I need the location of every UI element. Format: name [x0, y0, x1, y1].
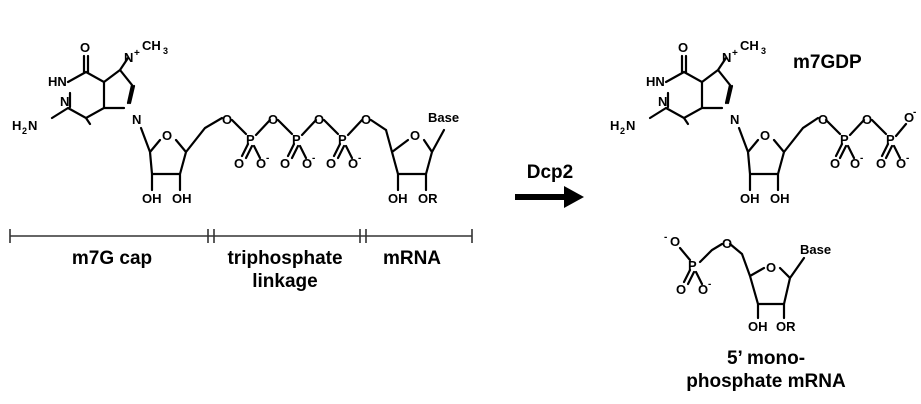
triphosphate-bonds	[230, 118, 388, 160]
mono-oh: OH	[748, 319, 768, 334]
base-label: Base	[428, 110, 459, 125]
m7gdp-terminal-oxygen: O	[904, 110, 914, 125]
monophosphate-label-line1: 5’ mono-	[727, 348, 805, 369]
p1-oxygen-minus: O	[256, 156, 266, 171]
m7gdp-label: m7GDP	[793, 52, 862, 73]
link-oxygen-2: O	[361, 112, 371, 127]
m7gdp-positive-charge: +	[732, 48, 738, 59]
ribose-1-bonds	[139, 116, 224, 192]
nh-label: HN	[48, 74, 67, 89]
p2-oxygen-double: O	[280, 156, 290, 171]
capped-mrna-structure: O HN N H 2 N N + CH 3 N O O P O P O P O …	[12, 38, 459, 206]
n7-plus: N	[124, 50, 133, 65]
mono-oxygen-double: O	[676, 282, 686, 297]
m7gdp-3oh: OH	[770, 191, 790, 206]
reaction-arrow: Dcp2	[515, 162, 584, 208]
carbonyl-oxygen: O	[80, 40, 90, 55]
mono-base-label: Base	[800, 242, 831, 257]
m7gdp-ribose-oxygen: O	[760, 128, 770, 143]
mono-phosphorus: P	[688, 258, 697, 273]
m7gdp-p2-oxygen-double: O	[876, 156, 886, 171]
ribose-1-2oh: OH	[142, 191, 162, 206]
m7gdp-2oh: OH	[740, 191, 760, 206]
section-ruler: m7G cap triphosphate linkage mRNA	[9, 229, 473, 292]
positive-charge: +	[134, 48, 140, 59]
m7gdp-carbonyl-oxygen: O	[678, 40, 688, 55]
m7gdp-p1-oxygen-double: O	[830, 156, 840, 171]
monophosphate-bonds	[678, 242, 806, 320]
ruler-line	[9, 229, 473, 243]
m7gdp-bridge-oxygen: O	[862, 112, 872, 127]
m7gdp-phosphorus-2: P	[886, 132, 895, 147]
phosphorus-2: P	[292, 132, 301, 147]
p3-oxygen-double: O	[326, 156, 336, 171]
section-label-linkage-line2: linkage	[252, 271, 317, 292]
m7gdp-methyl-label: CH	[740, 38, 759, 53]
section-label-mrna: mRNA	[383, 248, 441, 269]
purine-ring-bonds	[50, 54, 136, 126]
methyl-label: CH	[142, 38, 161, 53]
ribose-2-or: OR	[418, 191, 438, 206]
m7gdp-link-oxygen: O	[818, 112, 828, 127]
bridge-oxygen-2: O	[314, 112, 324, 127]
methyl-subscript: 3	[163, 46, 168, 56]
enzyme-label: Dcp2	[527, 162, 573, 183]
m7gdp-n7-plus: N	[722, 50, 731, 65]
ribose-2-bonds	[384, 128, 446, 192]
m7gdp-amine-n: N	[626, 118, 635, 133]
monophosphate-mrna-structure: O - P O O O - O Base OH OR 5’ mono- phos…	[664, 232, 846, 392]
mono-ribose-oxygen: O	[766, 260, 776, 275]
amine-subscript: 2	[22, 126, 27, 136]
m7gdp-p2-negative-charge: -	[906, 153, 909, 164]
ring-nitrogen: N	[60, 94, 69, 109]
p3-negative-charge: -	[358, 153, 361, 164]
p2-negative-charge: -	[312, 153, 315, 164]
section-label-linkage-line1: triphosphate	[227, 248, 342, 269]
amine-n: N	[28, 118, 37, 133]
m7gdp-n9-label: N	[730, 112, 739, 127]
amine-h: H	[12, 118, 21, 133]
mono-oxygen-top: O	[670, 234, 680, 249]
phosphorus-3: P	[338, 132, 347, 147]
m7gdp-nh-label: HN	[646, 74, 665, 89]
ribose-2-oxygen: O	[410, 128, 420, 143]
m7gdp-amine-h: H	[610, 118, 619, 133]
ribose-2-oh: OH	[388, 191, 408, 206]
m7gdp-amine-subscript: 2	[620, 126, 625, 136]
n9-label: N	[132, 112, 141, 127]
p1-negative-charge: -	[266, 153, 269, 164]
m7gdp-ring-nitrogen: N	[658, 94, 667, 109]
arrow-head	[564, 186, 584, 208]
mono-or: OR	[776, 319, 796, 334]
m7gdp-ribose-bonds	[737, 116, 908, 192]
m7gdp-purine-bonds	[648, 54, 734, 126]
p3-oxygen-minus: O	[348, 156, 358, 171]
phosphorus-1: P	[246, 132, 255, 147]
m7gdp-structure: m7GDP O HN N H 2 N N + CH 3 N O O P O P …	[610, 38, 916, 206]
p2-oxygen-minus: O	[302, 156, 312, 171]
m7gdp-p2-oxygen-minus: O	[896, 156, 906, 171]
m7gdp-phosphorus-1: P	[840, 132, 849, 147]
monophosphate-label-line2: phosphate mRNA	[686, 371, 846, 392]
p1-oxygen-double: O	[234, 156, 244, 171]
m7gdp-methyl-subscript: 3	[761, 46, 766, 56]
m7gdp-p1-oxygen-minus: O	[850, 156, 860, 171]
mono-oxygen-minus: O	[698, 282, 708, 297]
ribose-1-oxygen: O	[162, 128, 172, 143]
bridge-oxygen-1: O	[268, 112, 278, 127]
m7gdp-terminal-charge: -	[913, 107, 916, 118]
mono-link-oxygen: O	[722, 236, 732, 251]
ribose-1-3oh: OH	[172, 191, 192, 206]
mono-top-charge: -	[664, 232, 667, 243]
mono-negative-charge: -	[708, 279, 711, 290]
section-label-cap: m7G cap	[72, 248, 152, 269]
m7gdp-p1-negative-charge: -	[860, 153, 863, 164]
link-oxygen-1: O	[222, 112, 232, 127]
